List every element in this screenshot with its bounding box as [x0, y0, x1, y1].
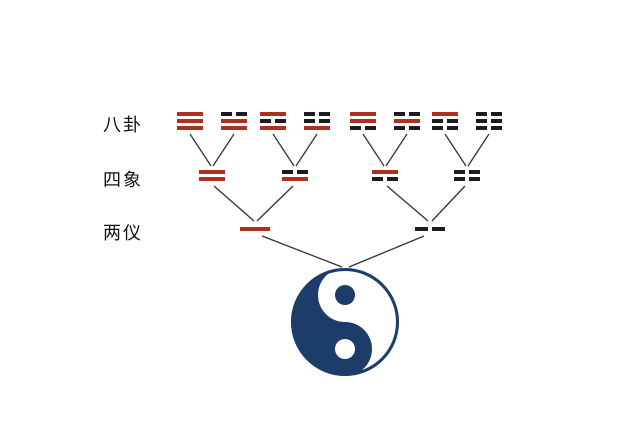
form-yin [415, 227, 445, 231]
yin-line [221, 112, 247, 116]
yin-line [304, 119, 330, 123]
trigram-gen [432, 112, 458, 130]
trigram-kun [476, 112, 502, 130]
yang-line [260, 112, 286, 116]
yang-line [432, 112, 458, 116]
trigram-zhen [304, 112, 330, 130]
yang-line [177, 112, 203, 116]
yang-line [199, 170, 225, 174]
yang-line [177, 126, 203, 130]
row-label-bagua: 八卦 [103, 115, 143, 136]
yin-line [432, 119, 458, 123]
trigram-xun [350, 112, 376, 130]
digram-shaoyin [282, 170, 308, 181]
yang-line [199, 177, 225, 181]
yin-line [454, 170, 480, 174]
yin-line [394, 126, 420, 130]
form-yang [240, 227, 270, 231]
yin-line [476, 126, 502, 130]
taiji-dark-dot [335, 285, 355, 305]
yin-line [476, 112, 502, 116]
yin-line [260, 119, 286, 123]
yang-line [394, 119, 420, 123]
trigram-qian [177, 112, 203, 130]
taiji-rim [291, 268, 399, 376]
yin-line [415, 227, 445, 231]
trigram-kan [394, 112, 420, 130]
yin-line [432, 126, 458, 130]
trigram-li [260, 112, 286, 130]
yin-line [394, 112, 420, 116]
digram-taiyin [454, 170, 480, 181]
yin-line [372, 177, 398, 181]
yang-line [282, 177, 308, 181]
yang-line [350, 112, 376, 116]
connector-lines [189, 133, 490, 268]
taiji-symbol [291, 268, 399, 376]
yin-line [454, 177, 480, 181]
row-label-liangyi: 两仪 [103, 223, 143, 244]
yang-line [177, 119, 203, 123]
yang-line [260, 126, 286, 130]
taiji-light-dot [335, 339, 355, 359]
yang-line [350, 119, 376, 123]
digram-taiyang [199, 170, 225, 181]
yang-line [304, 126, 330, 130]
yin-line [350, 126, 376, 130]
yin-line [282, 170, 308, 174]
yang-line [372, 170, 398, 174]
yang-line [221, 119, 247, 123]
yang-line [221, 126, 247, 130]
yang-line [240, 227, 270, 231]
yin-line [476, 119, 502, 123]
yin-line [304, 112, 330, 116]
row-label-sixiang: 四象 [103, 170, 143, 191]
trigram-dui [221, 112, 247, 130]
digram-shaoyang [372, 170, 398, 181]
